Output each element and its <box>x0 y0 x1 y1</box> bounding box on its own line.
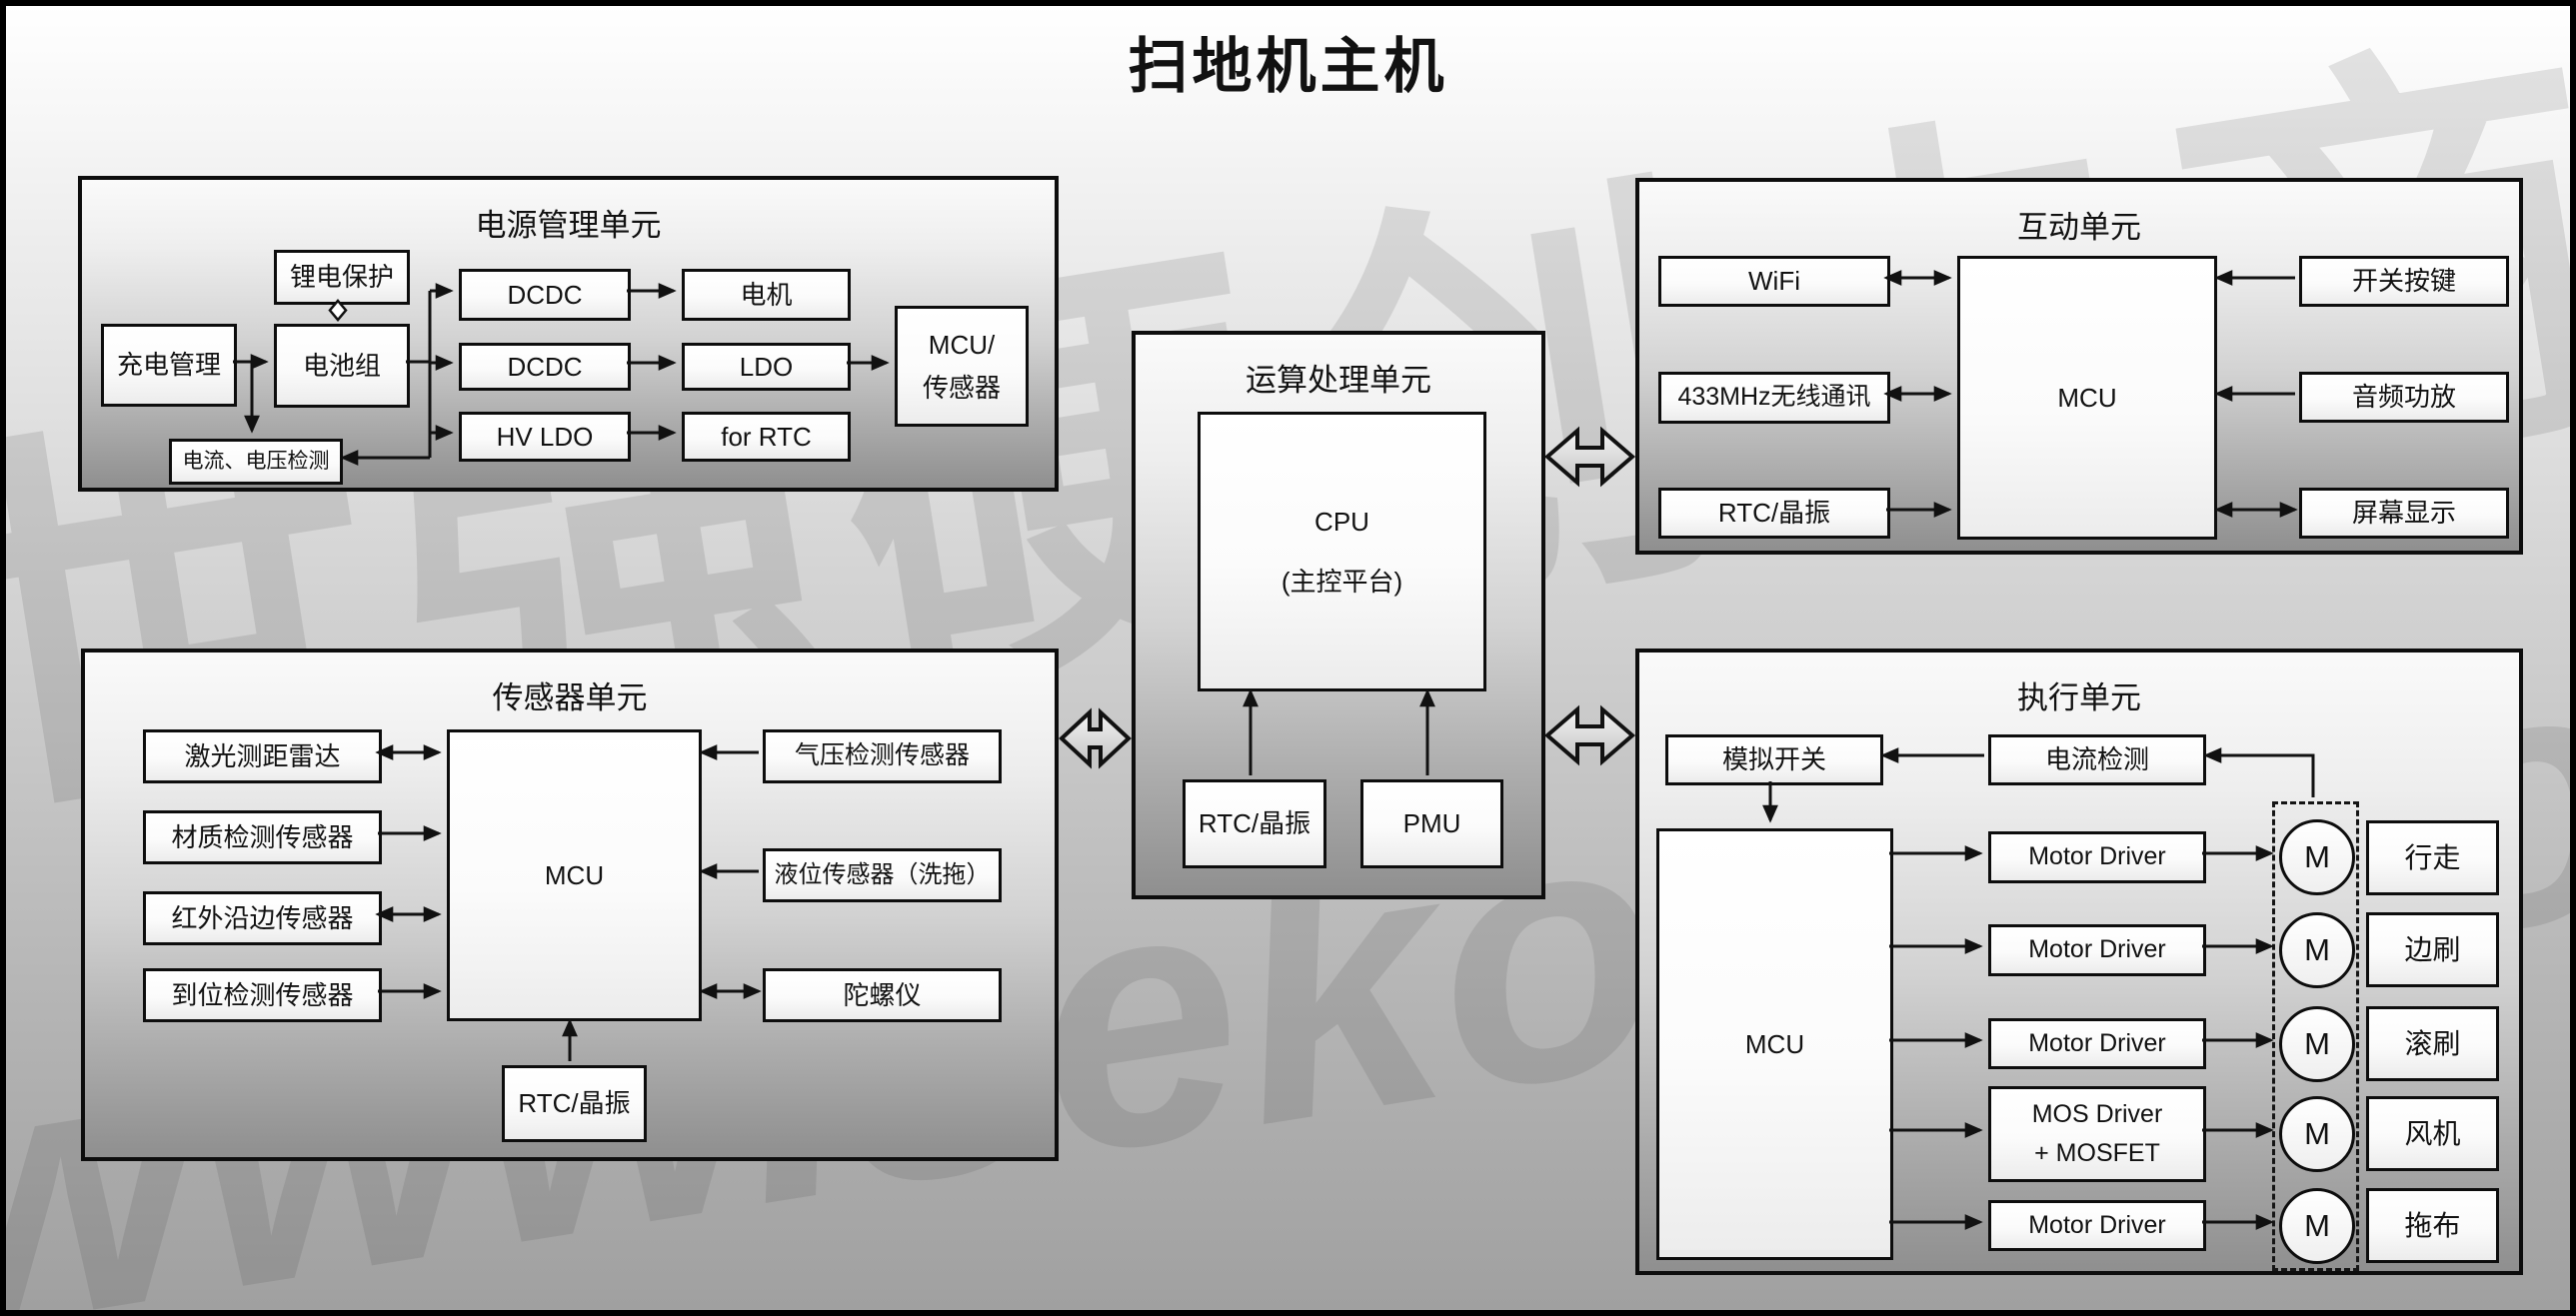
interaction-unit: 互动单元 WiFi 433MHz无线通讯 RTC/晶振 MCU 开关按键 音频功… <box>1635 178 2523 555</box>
compute-rtc-crystal-box: RTC/晶振 <box>1183 779 1326 868</box>
motor-driver-box-mop: Motor Driver <box>1988 1200 2206 1251</box>
analog-switch-box: 模拟开关 <box>1665 734 1883 785</box>
power-management-unit: 电源管理单元 充电管理 锂电保护 电池组 电流、电压检测 DCDC 电机 DCD… <box>78 176 1059 492</box>
computing-unit-title: 运算处理单元 <box>1246 363 1431 398</box>
mcu-sensor-box: MCU/ 传感器 <box>895 306 1029 427</box>
motor-driver-box-roller-brush: Motor Driver <box>1988 1018 2206 1069</box>
cpu-line2: (主控平台) <box>1281 567 1403 597</box>
power-button-box: 开关按键 <box>2299 256 2509 307</box>
motor-circle-mop: M <box>2279 1188 2355 1264</box>
battery-pack-box: 电池组 <box>274 324 410 408</box>
gyroscope-box: 陀螺仪 <box>763 968 1002 1022</box>
execution-unit: 执行单元 模拟开关 电流检测 MCU Motor Driver Motor Dr… <box>1635 649 2523 1275</box>
motor-box: 电机 <box>682 269 851 321</box>
sensor-mcu-box: MCU <box>447 729 702 1021</box>
mos-driver-mosfet-box: MOS Driver + MOSFET <box>1988 1086 2206 1182</box>
load-box-walk: 行走 <box>2366 820 2499 895</box>
load-box-roller-brush: 滚刷 <box>2366 1006 2499 1081</box>
current-voltage-detect-box: 电流、电压检测 <box>169 439 343 485</box>
bus-arrow-sensor-compute <box>1059 707 1132 769</box>
motor-circle-walk: M <box>2279 819 2355 895</box>
motor-driver-box-side-brush: Motor Driver <box>1988 924 2206 976</box>
cpu-box: CPU (主控平台) <box>1198 412 1486 691</box>
execution-unit-title: 执行单元 <box>2017 680 2141 715</box>
cpu-line1: CPU <box>1314 506 1369 537</box>
material-sensor-box: 材质检测传感器 <box>143 810 382 864</box>
for-rtc-box: for RTC <box>682 412 851 462</box>
motor-circle-side-brush: M <box>2279 912 2355 988</box>
ldo-box: LDO <box>682 343 851 391</box>
sensor-unit: 传感器单元 激光测距雷达 材质检测传感器 红外沿边传感器 到位检测传感器 MCU… <box>81 649 1059 1161</box>
bus-arrow-compute-exec <box>1543 704 1636 766</box>
pressure-sensor-box: 气压检测传感器 <box>763 729 1002 783</box>
load-box-mop: 拖布 <box>2366 1188 2499 1263</box>
motor-circle-roller-brush: M <box>2279 1006 2355 1082</box>
wifi-box: WiFi <box>1658 256 1890 307</box>
mos-driver-line1: MOS Driver <box>2031 1099 2163 1128</box>
computing-unit: 运算处理单元 CPU (主控平台) RTC/晶振 PMU <box>1132 331 1545 899</box>
liquid-level-sensor-box: 液位传感器（洗拖） <box>763 848 1002 902</box>
mcu-sensor-line2: 传感器 <box>922 372 1001 403</box>
bus-arrow-compute-interact <box>1543 426 1636 488</box>
exec-mcu-box: MCU <box>1656 828 1893 1260</box>
load-box-fan: 风机 <box>2366 1096 2499 1171</box>
power-unit-title: 电源管理单元 <box>475 208 662 243</box>
ir-edge-sensor-box: 红外沿边传感器 <box>143 891 382 945</box>
interact-rtc-crystal-box: RTC/晶振 <box>1658 488 1890 539</box>
interact-mcu-box: MCU <box>1957 256 2217 540</box>
page-title: 扫地机主机 <box>1128 33 1448 100</box>
charge-management-box: 充电管理 <box>101 324 237 407</box>
current-detect-box: 电流检测 <box>1988 734 2206 785</box>
sensor-unit-title: 传感器单元 <box>492 680 648 715</box>
in-place-sensor-box: 到位检测传感器 <box>143 968 382 1022</box>
screen-display-box: 屏幕显示 <box>2299 488 2509 539</box>
mos-driver-line2: + MOSFET <box>2034 1139 2160 1167</box>
load-box-side-brush: 边刷 <box>2366 912 2499 987</box>
lidar-box: 激光测距雷达 <box>143 729 382 783</box>
rf-433mhz-box: 433MHz无线通讯 <box>1658 372 1890 424</box>
hv-ldo-box: HV LDO <box>459 412 631 462</box>
motor-circle-fan: M <box>2279 1096 2355 1172</box>
audio-amplifier-box: 音频功放 <box>2299 372 2509 423</box>
motor-driver-box-walk: Motor Driver <box>1988 831 2206 883</box>
pmu-box: PMU <box>1360 779 1503 868</box>
li-battery-protection-box: 锂电保护 <box>274 250 410 305</box>
interaction-unit-title: 互动单元 <box>2017 210 2141 245</box>
dcdc-box-1: DCDC <box>459 269 631 321</box>
sensor-rtc-crystal-box: RTC/晶振 <box>502 1065 647 1142</box>
dcdc-box-2: DCDC <box>459 343 631 391</box>
mcu-sensor-line1: MCU/ <box>928 330 996 360</box>
